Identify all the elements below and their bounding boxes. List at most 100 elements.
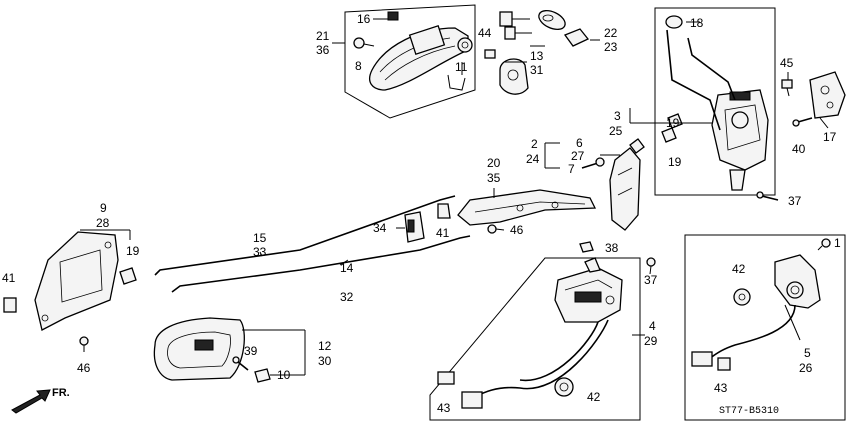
callout-7: 7 <box>568 162 575 176</box>
callout-17: 17 <box>823 130 837 144</box>
rod-15-33 <box>154 195 456 276</box>
callout-46b: 46 <box>77 361 91 375</box>
callout-43b: 43 <box>714 381 728 395</box>
lock-rods <box>666 29 736 131</box>
front-direction-indicator: FR. <box>11 387 70 414</box>
striker-17 <box>809 71 846 119</box>
rod-clip-34 <box>404 211 425 243</box>
callout-20: 20 <box>487 156 501 170</box>
connector-43b <box>691 351 731 371</box>
callout-46a: 46 <box>510 223 524 237</box>
callout-19b: 19 <box>668 155 682 169</box>
clip-19c <box>119 267 137 285</box>
callout-1: 1 <box>834 236 841 250</box>
screw-7 <box>581 157 605 169</box>
switch-group-frame <box>684 234 846 421</box>
callout-37b: 37 <box>644 273 658 287</box>
callout-4: 4 <box>649 319 656 333</box>
callout-10: 10 <box>277 368 291 382</box>
callout-23: 23 <box>604 40 618 54</box>
grommet-42a <box>733 288 751 306</box>
callout-9: 9 <box>100 201 107 215</box>
clip-19a <box>667 113 683 129</box>
callout-13: 13 <box>530 49 544 63</box>
screw-37a <box>756 191 779 201</box>
callout-26: 26 <box>799 361 813 375</box>
clip-38 <box>579 241 594 253</box>
callout-12: 12 <box>318 339 332 353</box>
lock-lever-protector <box>609 138 645 231</box>
callout-5: 5 <box>804 346 811 360</box>
callout-19c: 19 <box>126 244 140 258</box>
door-lock-assembly <box>711 89 769 191</box>
callout-3: 3 <box>614 109 621 123</box>
callout-41b: 41 <box>436 226 450 240</box>
bolt-45 <box>781 79 793 97</box>
key-cylinder <box>538 9 590 47</box>
callout-42b: 42 <box>587 390 601 404</box>
callout-2: 2 <box>531 137 538 151</box>
callout-35: 35 <box>487 171 501 185</box>
callout-16: 16 <box>357 12 371 26</box>
callout-18: 18 <box>690 16 704 30</box>
callout-38: 38 <box>605 241 619 255</box>
callout-19a: 19 <box>666 116 680 130</box>
callout-25: 25 <box>609 124 623 138</box>
clip-41b <box>437 203 451 219</box>
callout-34: 34 <box>373 221 387 235</box>
outer-handle-group-frame <box>344 4 476 119</box>
screw-1 <box>817 238 831 251</box>
callout-11: 11 <box>455 60 468 74</box>
outer-door-handle <box>369 11 473 91</box>
screw-37b <box>646 257 656 275</box>
callout-43a: 43 <box>437 401 451 415</box>
callout-36: 36 <box>316 43 330 57</box>
screw-46a <box>487 224 505 234</box>
callout-29: 29 <box>644 334 658 348</box>
rod-guide <box>457 189 597 226</box>
cylinder-lever-13 <box>499 58 529 95</box>
callout-27: 27 <box>571 149 585 163</box>
actuator-harness <box>467 319 609 401</box>
screw-44b <box>484 49 496 59</box>
callout-24: 24 <box>526 152 540 166</box>
callout-labels: 21 36 16 8 11 44 13 31 22 23 18 45 17 40… <box>2 12 841 415</box>
callout-22: 22 <box>604 26 618 40</box>
grommet-42b <box>554 377 574 397</box>
callout-41a: 41 <box>2 271 16 285</box>
door-lock-group-frame <box>654 7 776 196</box>
inner-handle-bracket <box>34 231 119 331</box>
bolt-18 <box>665 15 683 29</box>
inner-door-handle <box>153 317 245 381</box>
clip-41a <box>3 297 17 313</box>
callout-32: 32 <box>340 290 354 304</box>
cap-10 <box>254 368 271 383</box>
callout-44: 44 <box>478 26 492 40</box>
switch-harness <box>709 304 796 359</box>
callout-15: 15 <box>253 231 267 245</box>
callout-21: 21 <box>316 29 330 43</box>
connector-43a <box>437 371 483 409</box>
drawing-code: ST77-B5310 <box>719 406 779 417</box>
clip-11 <box>447 74 466 91</box>
screw-46b <box>79 336 89 352</box>
callout-45: 45 <box>780 56 794 70</box>
callout-28: 28 <box>96 216 110 230</box>
direction-label: FR. <box>52 387 70 399</box>
callout-42a: 42 <box>732 262 746 276</box>
callout-33: 33 <box>253 245 267 259</box>
key-44 <box>499 11 532 40</box>
leader-lines <box>80 18 829 376</box>
callout-14: 14 <box>340 261 354 275</box>
screw-40 <box>792 117 813 127</box>
callout-40: 40 <box>792 142 806 156</box>
callout-30: 30 <box>318 354 332 368</box>
lock-actuator <box>554 257 623 323</box>
callout-37a: 37 <box>788 194 802 208</box>
screw-39 <box>232 356 249 371</box>
clip-19b <box>661 127 677 143</box>
callout-39: 39 <box>244 344 258 358</box>
screw-8 <box>353 37 375 49</box>
callout-6: 6 <box>576 136 583 150</box>
